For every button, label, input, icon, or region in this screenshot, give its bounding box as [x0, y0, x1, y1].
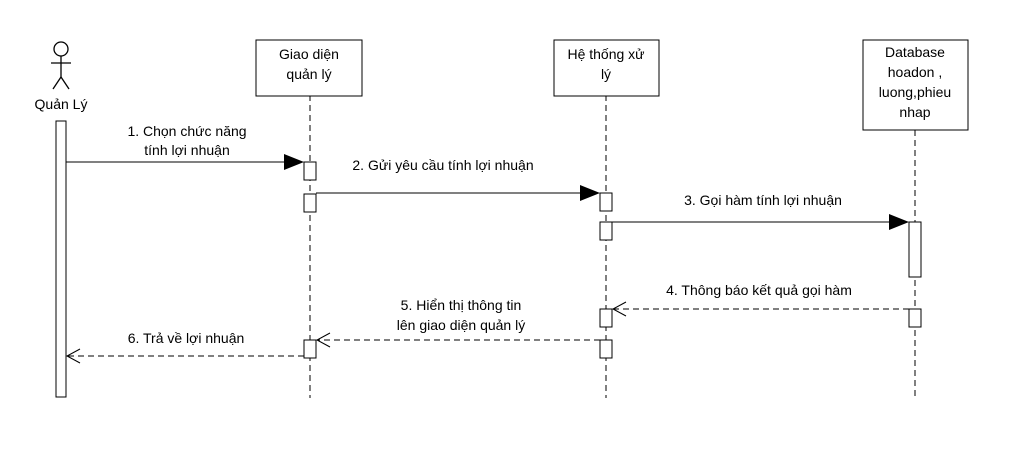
activation-system-2 [599, 221, 613, 241]
participant-system-label-line1: Hệ thống xử [567, 46, 644, 62]
activation-database-2 [908, 308, 922, 328]
participant-database-label-line4: nhap [899, 104, 930, 120]
message-3-label: 3. Gọi hàm tính lợi nhuận [684, 192, 842, 208]
message-2-label: 2. Gửi yêu cầu tính lợi nhuận [352, 157, 533, 173]
activation-ui-2 [303, 193, 317, 213]
message-1-arrow [66, 154, 304, 170]
message-6-label: 6. Trả về lợi nhuận [128, 330, 245, 346]
message-4-arrow [611, 301, 909, 317]
activation-system-3 [599, 308, 613, 328]
participant-ui-label-line2: quản lý [286, 66, 331, 82]
message-5-label-line1: 5. Hiển thị thông tin [401, 297, 522, 313]
message-4-label: 4. Thông báo kết quả gọi hàm [666, 282, 852, 298]
activation-ui-3 [303, 339, 317, 359]
actor-label: Quản Lý [35, 96, 88, 112]
activation-system-4 [599, 339, 613, 359]
message-3-arrow [612, 214, 909, 230]
message-6-arrow [65, 348, 304, 364]
activation-ui-1 [303, 161, 317, 181]
activation-system-1 [599, 192, 613, 212]
participant-database-label-line1: Database [885, 44, 945, 60]
participant-ui[interactable]: Giao diện quản lý [255, 39, 363, 97]
participant-ui-label-line1: Giao diện [279, 46, 339, 62]
message-1-label-line2: tính lợi nhuận [144, 142, 229, 158]
message-5-label-line2: lên giao diện quản lý [397, 317, 525, 333]
participant-system-label-line2: lý [601, 66, 611, 82]
participant-database-label-line3: luong,phieu [879, 84, 951, 100]
participant-database-label-line2: hoadon , [888, 64, 943, 80]
activation-database-1 [908, 221, 922, 278]
actor-icon[interactable] [51, 41, 71, 90]
message-2-arrow [316, 185, 600, 201]
participant-system[interactable]: Hệ thống xử lý [553, 39, 660, 97]
message-1-label-line1: 1. Chọn chức năng [127, 123, 246, 139]
message-5-arrow [315, 332, 600, 348]
participant-database[interactable]: Database hoadon , luong,phieu nhap [862, 39, 969, 131]
actor-activation-bar [55, 120, 67, 398]
